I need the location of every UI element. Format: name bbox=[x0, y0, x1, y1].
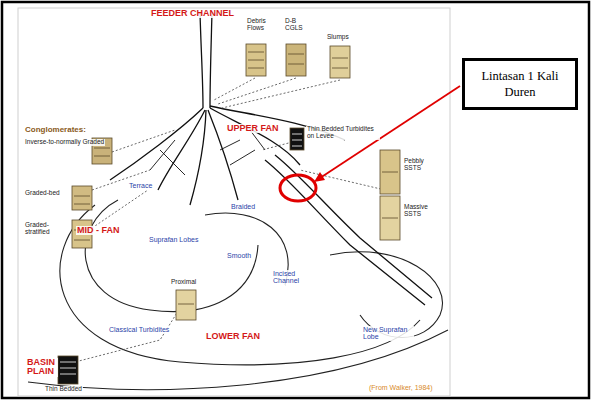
diagram-label: (From Walker, 1984) bbox=[368, 384, 434, 391]
diagram-label: Braided bbox=[230, 203, 256, 210]
highlight-circle bbox=[280, 175, 316, 201]
slump-icon bbox=[330, 46, 350, 78]
diagram-label: Smooth bbox=[226, 252, 252, 259]
facies-icons bbox=[58, 44, 400, 384]
diagram-label: Suprafan Lobes bbox=[148, 236, 199, 243]
diagram-label: Debris Flows bbox=[246, 18, 278, 32]
braided-ticks bbox=[150, 130, 265, 175]
incised-channel bbox=[265, 160, 425, 305]
callout-box: Lintasan 1 Kali Duren bbox=[462, 58, 578, 110]
diagram-label: Graded-bed bbox=[24, 190, 61, 197]
dbcgl-icon bbox=[286, 44, 306, 76]
feeder-channel bbox=[200, 12, 203, 108]
channel-branch bbox=[190, 110, 206, 205]
diagram-label: New Suprafan Lobe bbox=[362, 326, 414, 341]
suprafan-lobe-left bbox=[85, 200, 258, 312]
thin-bedded-icon bbox=[58, 356, 78, 384]
diagram-label: Thin Bedded Turbidites on Levee bbox=[306, 126, 380, 140]
new-suprafan-lobe bbox=[330, 252, 442, 338]
diagram-label: UPPER FAN bbox=[226, 124, 280, 133]
diagram-label: Terrace bbox=[128, 182, 153, 189]
callout-text: Lintasan 1 Kali Duren bbox=[477, 68, 563, 101]
channel-branch bbox=[158, 110, 205, 190]
arrow-head bbox=[314, 172, 325, 182]
leader-lines bbox=[75, 78, 385, 362]
proximal-icon bbox=[176, 290, 196, 320]
image-frame bbox=[18, 8, 450, 396]
diagram-label: MID - FAN bbox=[76, 226, 121, 235]
diagram-label: Graded-stratified bbox=[24, 222, 66, 236]
feeder-channel bbox=[210, 12, 212, 108]
channel-branch bbox=[110, 108, 203, 180]
levee-icon bbox=[290, 128, 304, 150]
diagram-label: Inverse-to-normally Graded bbox=[24, 139, 105, 146]
diagram-label: BASIN PLAIN bbox=[26, 358, 58, 377]
diagram-label: Thin Bedded bbox=[44, 386, 83, 393]
outer-frame bbox=[2, 2, 589, 398]
conglomerate-icon bbox=[72, 186, 92, 210]
diagram-label: Proximal bbox=[170, 279, 197, 286]
diagram-label: Classical Turbidites bbox=[108, 326, 170, 333]
lower-fan-outline bbox=[60, 205, 420, 365]
diagram-label: Massive SSTS bbox=[403, 204, 441, 218]
channel-lines bbox=[110, 12, 432, 305]
diagram-label: Incised Channel bbox=[272, 270, 314, 285]
diagram-label: Conglomerates: bbox=[24, 126, 87, 134]
diagram-label: FEEDER CHANNEL bbox=[150, 9, 235, 18]
diagram-label: Pebbly SSTS bbox=[403, 158, 439, 172]
diagram-label: Slumps bbox=[326, 34, 350, 41]
diagram-label: D-B CGLS bbox=[284, 18, 312, 32]
diagram-label: LOWER FAN bbox=[205, 332, 261, 341]
